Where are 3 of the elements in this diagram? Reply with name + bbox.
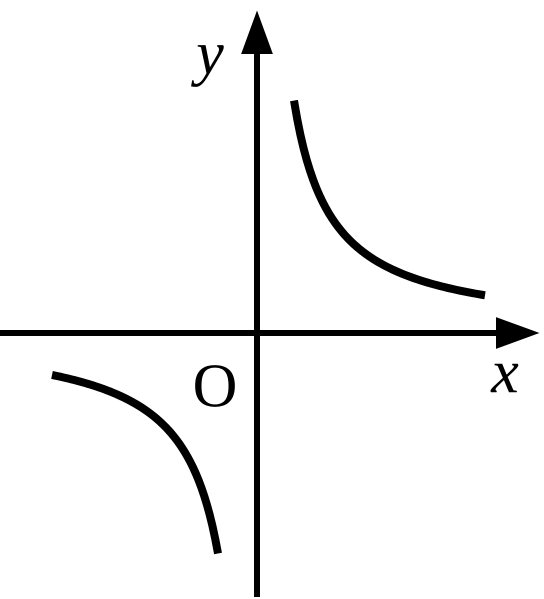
axis-label: O xyxy=(195,365,235,407)
axis-label: y xyxy=(191,45,224,87)
axis-label: x xyxy=(490,364,518,392)
